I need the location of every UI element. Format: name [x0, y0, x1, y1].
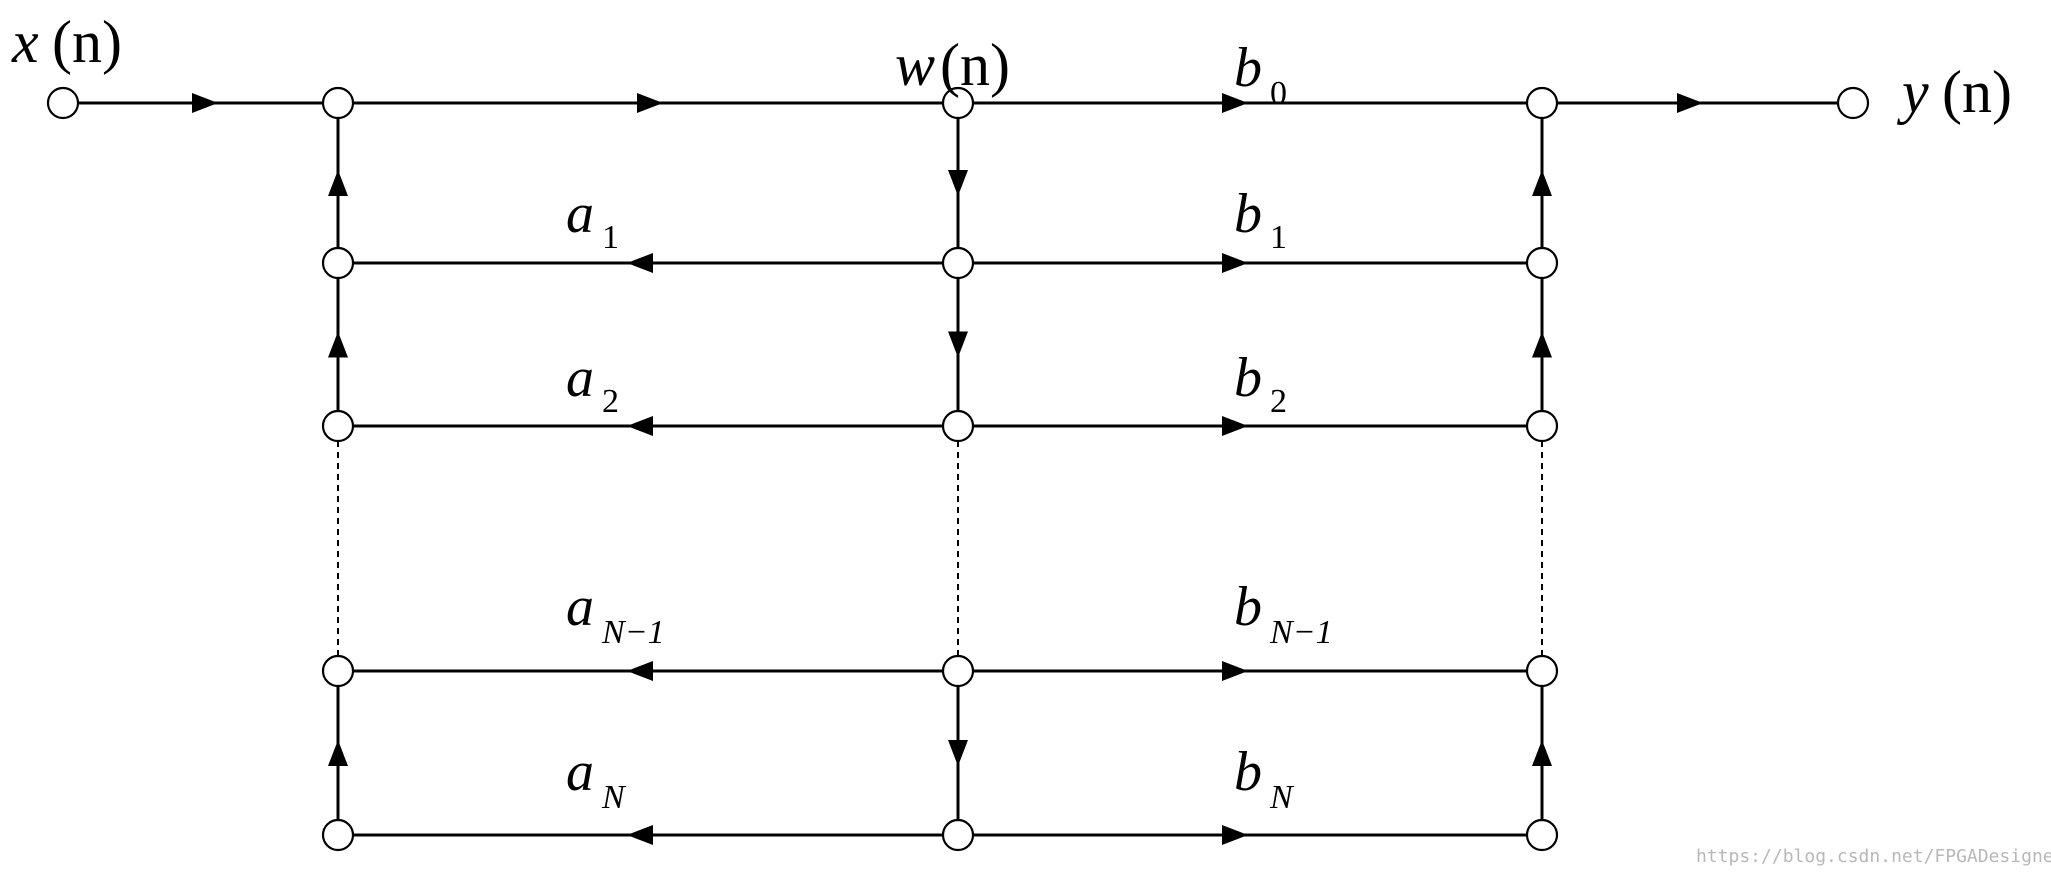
arrow-delay [948, 740, 968, 766]
coef-b1: b 1 [1234, 183, 1287, 256]
coef-b2: b 2 [1234, 347, 1287, 420]
coef-sub: 0 [1270, 75, 1287, 112]
coef-sub: N−1 [1269, 614, 1333, 651]
input-label-arg: (n) [52, 9, 122, 75]
coef-aN: a N [566, 741, 627, 816]
arrow-delay [948, 170, 968, 196]
coef-a2: a 2 [566, 347, 619, 420]
arrow-left-column [328, 331, 348, 358]
left-node [321, 654, 355, 688]
arrow-right-column [1532, 170, 1552, 196]
coef-main: a [566, 347, 594, 409]
branches [78, 93, 1838, 845]
arrow-feedback [627, 416, 653, 436]
coef-main: b [1234, 576, 1262, 638]
nodes [46, 86, 1870, 852]
coef-sub: N [1269, 779, 1295, 816]
left-node [321, 246, 355, 280]
mid-label-arg: (n) [940, 32, 1010, 98]
coef-main: b [1234, 183, 1262, 245]
left-node [321, 409, 355, 443]
arrow-b0 [1222, 93, 1248, 113]
arrow-output [1677, 93, 1703, 113]
arrow-feedback [627, 825, 653, 845]
right-node [1525, 654, 1559, 688]
label-mid: w (n) [895, 32, 1010, 98]
output-label-arg: (n) [1942, 59, 2012, 125]
arrow-delay [948, 331, 968, 358]
input-node [46, 86, 80, 120]
right-node [1525, 818, 1559, 852]
arrow-feedforward [1222, 661, 1248, 681]
arrow-right-column [1532, 740, 1552, 766]
arrow-feedforward [1222, 825, 1248, 845]
mid-node [941, 246, 975, 280]
coef-a1: a 1 [566, 183, 619, 256]
coef-bN: b N [1234, 741, 1295, 816]
input-label-x: x [11, 9, 39, 75]
right-node [1525, 246, 1559, 280]
coef-sub: 1 [602, 219, 619, 256]
coef-bN-1: b N−1 [1234, 576, 1333, 651]
coef-sub: 2 [602, 383, 619, 420]
arrow-feedback [627, 661, 653, 681]
output-label-y: y [1896, 59, 1929, 125]
coef-aN-1: a N−1 [566, 576, 665, 651]
right-node [1525, 86, 1559, 120]
mid-label-w: w [895, 32, 935, 98]
right-node [1525, 409, 1559, 443]
arrow-input [192, 93, 218, 113]
output-node [1836, 86, 1870, 120]
coef-main: b [1234, 37, 1262, 99]
coef-main: a [566, 576, 594, 638]
watermark-text: https://blog.csdn.net/FPGADesigner [1696, 846, 2051, 867]
arrow-right-column [1532, 331, 1552, 358]
coef-main: a [566, 183, 594, 245]
mid-node [941, 86, 975, 120]
coef-sub: 2 [1270, 383, 1287, 420]
mid-node [941, 654, 975, 688]
label-input: x (n) [11, 9, 122, 75]
left-node [321, 86, 355, 120]
arrow-feedforward [1222, 416, 1248, 436]
arrow-left-column [328, 170, 348, 196]
arrow-to-w [637, 93, 663, 113]
coef-main: b [1234, 347, 1262, 409]
coef-sub: N−1 [601, 614, 665, 651]
arrow-feedback [627, 253, 653, 273]
mid-node [941, 409, 975, 443]
coef-sub: N [601, 779, 627, 816]
label-output: y (n) [1896, 59, 2012, 125]
left-node [321, 818, 355, 852]
mid-node [941, 818, 975, 852]
arrow-left-column [328, 740, 348, 766]
coef-sub: 1 [1270, 219, 1287, 256]
arrow-feedforward [1222, 253, 1248, 273]
coef-main: b [1234, 741, 1262, 803]
coef-main: a [566, 741, 594, 803]
coef-b0: b 0 [1234, 37, 1287, 112]
